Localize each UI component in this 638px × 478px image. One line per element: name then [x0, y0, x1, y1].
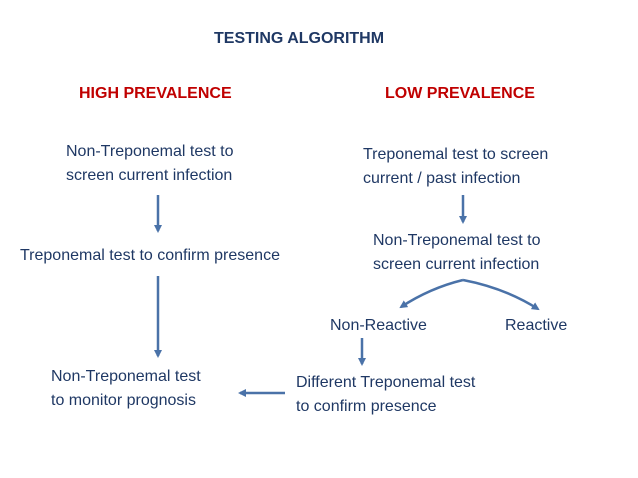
low-step3-line1: Different Treponemal test [296, 374, 476, 391]
high-step3-line2: to monitor prognosis [51, 392, 196, 409]
low-step1-line2: current / past infection [363, 170, 521, 187]
high-step1-line2: screen current infection [66, 167, 233, 184]
high-step3-line1: Non-Treponemal test [51, 368, 201, 385]
low-step1-line1: Treponemal test to screen [363, 146, 549, 163]
low-step3-line2: to confirm presence [296, 398, 437, 415]
arrow-low-branch-non-reactive [399, 278, 464, 309]
diagram-title: TESTING ALGORITHM [214, 30, 385, 47]
low-step2-line2: screen current infection [373, 256, 540, 273]
high-step1-line1: Non-Treponemal test to [66, 143, 234, 160]
high-step2: Treponemal test to confirm presence [20, 247, 280, 264]
low-prevalence-heading: LOW PREVALENCE [385, 85, 535, 102]
low-step2-line1: Non-Treponemal test to [373, 232, 541, 249]
low-branch-non-reactive: Non-Reactive [330, 317, 427, 334]
low-branch-reactive: Reactive [505, 317, 568, 334]
arrow-low-branch-reactive [462, 278, 540, 311]
high-prevalence-heading: HIGH PREVALENCE [79, 85, 232, 102]
